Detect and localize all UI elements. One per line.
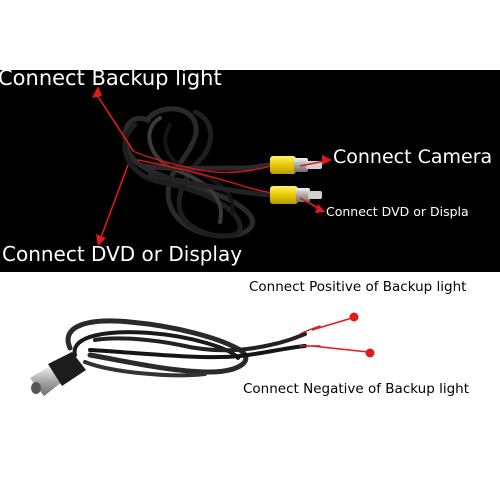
dc-power-plug — [30, 352, 86, 396]
label-connect-backup-light: Connect Backup light — [0, 66, 222, 90]
video-cable-coil — [122, 106, 286, 239]
label-connect-camera: Connect Camera — [333, 146, 493, 168]
label-connect-positive: Connect Positive of Backup light — [249, 279, 467, 295]
label-connect-dvd-small: Connect DVD or Displa — [326, 204, 469, 219]
rca-connector-dvd — [270, 186, 322, 204]
power-cable-coil — [65, 318, 321, 378]
label-connect-dvd-display: Connect DVD or Display — [2, 242, 243, 266]
annotation-arrows — [92, 86, 375, 358]
label-connect-negative: Connect Negative of Backup light — [243, 381, 469, 397]
